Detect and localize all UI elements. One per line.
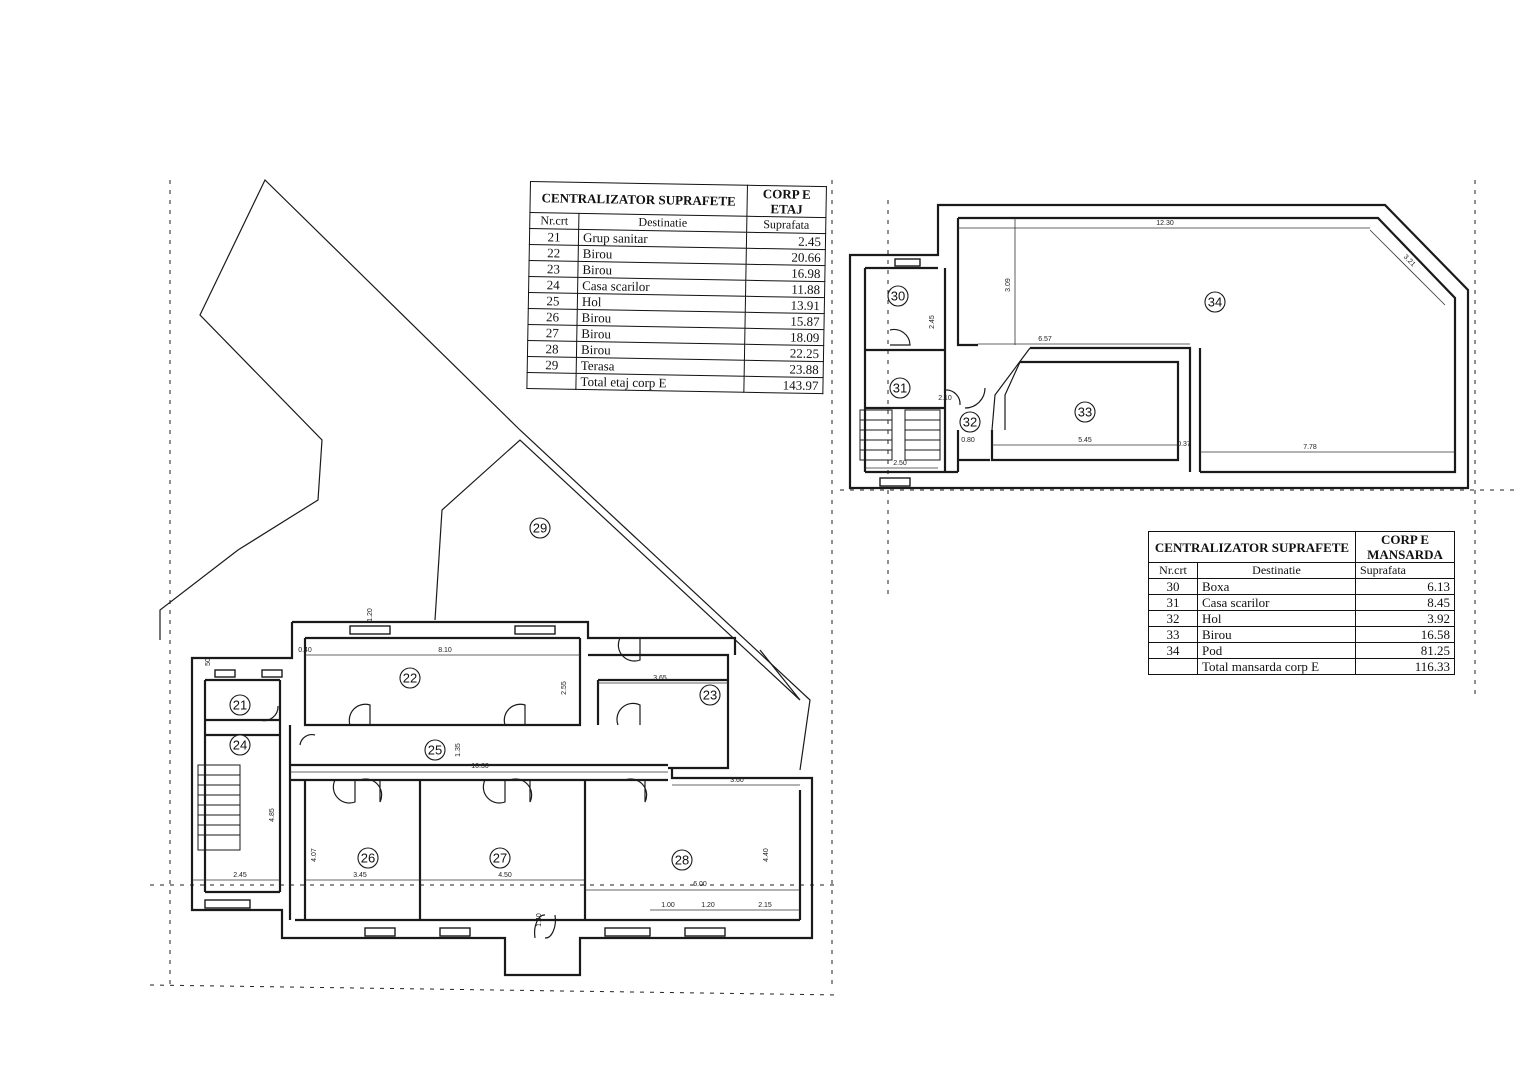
room-23: 23 [699,684,721,706]
summary-table-etaj: CENTRALIZATOR SUPRAFETE CORP E ETAJ Nr.c… [526,181,827,395]
room-22: 22 [399,667,421,689]
staircase-24 [197,764,241,851]
dim-040: 0.40 [298,647,312,654]
svg-text:34: 34 [1208,295,1222,310]
etaj-walls [190,620,814,977]
mansarda-doors [889,328,986,409]
dim-778: 7.78 [1303,444,1317,451]
col-header-nr: Nr.crt [529,212,579,230]
dim-215: 2.15 [758,902,772,909]
svg-text:25: 25 [428,743,442,758]
dim-050: 50 [205,658,212,666]
room-27: 27 [489,847,511,869]
room-34: 34 [1204,291,1226,313]
dim-120-top: 1.20 [367,608,374,622]
dim-360: 3.60 [730,777,744,784]
dim-037: 0.37 [1177,441,1191,448]
dim-250: 2.50 [893,460,907,467]
svg-text:33: 33 [1078,405,1092,420]
table-corp-label: CORP E MANSARDA [1355,531,1455,563]
etaj-doors [259,637,648,939]
room-33: 33 [1074,401,1096,423]
sheet-frame-lines [149,180,1520,996]
mansarda-stairs [859,409,941,461]
col-header-suprafata: Suprafata [746,216,826,234]
dim-245: 2.45 [233,872,247,879]
room-32: 32 [959,411,981,433]
table-title: CENTRALIZATOR SUPRAFETE [529,181,748,217]
dim-600: 6.00 [693,881,707,888]
etaj-windows [204,625,726,937]
dim-450: 4.50 [498,872,512,879]
dim-100: 1.00 [661,902,675,909]
dim-345: 3.45 [353,872,367,879]
svg-text:23: 23 [703,688,717,703]
dim-309: 3.09 [1005,278,1012,292]
svg-text:26: 26 [361,851,375,866]
dim-407: 4.07 [311,848,318,862]
dim-657: 6.57 [1038,336,1052,343]
room-24: 24 [229,734,251,756]
mansarda-walls [848,203,1470,490]
room-21: 21 [229,694,251,716]
dim-365: 3.65 [653,675,667,682]
room-30: 30 [887,285,909,307]
etaj-room-labels: 21 22 23 24 25 26 27 28 29 [229,517,721,871]
col-header-destinatie: Destinatie [1197,562,1356,579]
svg-text:21: 21 [233,698,247,713]
svg-text:24: 24 [233,738,247,753]
terrace-inner-outline [434,439,801,701]
summary-table-mansarda: CENTRALIZATOR SUPRAFETE CORP E MANSARDA … [1148,531,1455,675]
dim-255: 2.55 [561,681,568,695]
dim-485: 4.85 [269,808,276,822]
room-28: 28 [671,849,693,871]
dim-1230: 12.30 [1156,220,1174,227]
dim-120: 1.20 [701,902,715,909]
room-29: 29 [529,517,551,539]
svg-text:28: 28 [675,853,689,868]
dim-135: 1.35 [455,743,462,757]
mansarda-dimensions: 12.30 3.09 3.21 6.57 5.45 7.78 2.50 0.80… [865,218,1455,469]
dim-080: 0.80 [961,437,975,444]
dim-810: 8.10 [438,647,452,654]
table-corp-label: CORP E ETAJ [746,185,827,218]
svg-text:22: 22 [403,671,417,686]
room-26: 26 [357,847,379,869]
dim-545: 5.45 [1078,437,1092,444]
col-header-suprafata: Suprafata [1355,562,1455,579]
dim-440: 4.40 [763,848,770,862]
svg-text:31: 31 [893,381,907,396]
mansarda-windows [879,258,921,487]
svg-text:27: 27 [493,851,507,866]
dim-245-m: 2.45 [929,315,936,329]
room-25: 25 [424,739,446,761]
mansarda-room-labels: 30 31 32 33 34 [887,285,1226,433]
terrace-outline [159,178,811,771]
col-header-nr: Nr.crt [1148,562,1198,579]
dim-140: 1.40 [536,913,543,927]
table-title: CENTRALIZATOR SUPRAFETE [1148,531,1356,563]
dim-1030: 10.30 [471,763,489,770]
etaj-dimensions: 8.10 3.65 10.30 3.60 2.55 1.35 2.45 3.45… [192,608,800,927]
svg-text:32: 32 [963,415,977,430]
room-31: 31 [889,377,911,399]
dim-210: 2.10 [938,395,952,402]
svg-text:30: 30 [891,289,905,304]
svg-text:29: 29 [533,521,547,536]
